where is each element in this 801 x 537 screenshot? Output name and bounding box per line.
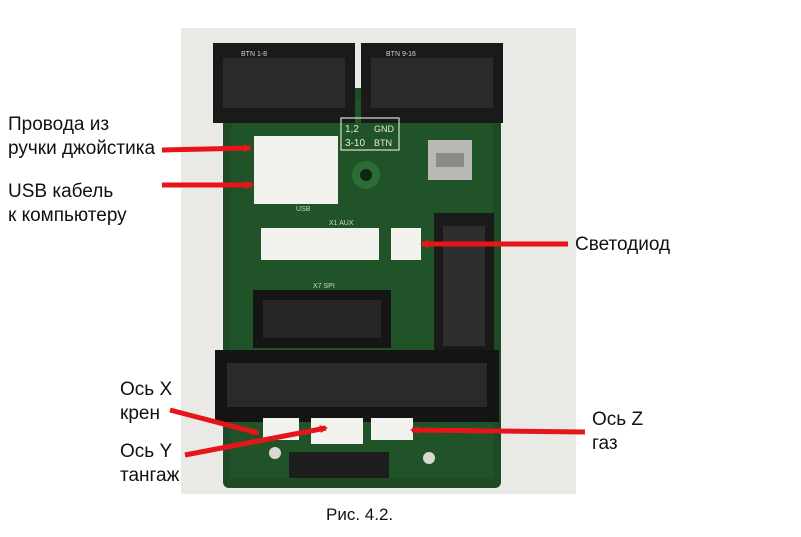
label-led: Светодиод [575, 233, 670, 257]
top-header-left [213, 43, 355, 123]
arrow-axis-x [169, 407, 260, 436]
svg-text:1,2: 1,2 [345, 124, 359, 135]
svg-text:BTN 9-16: BTN 9-16 [386, 51, 416, 58]
label-usb: USB кабель к компьютеру [8, 180, 127, 228]
label-usb-line1: USB кабель [8, 181, 114, 202]
label-axis-x: Ось X крен [120, 378, 172, 426]
label-axis-z: Ось Z газ [592, 408, 643, 456]
axis-z-connector [371, 418, 413, 440]
svg-text:BTN 1-8: BTN 1-8 [241, 51, 267, 58]
label-axis-y: Ось Y тангаж [120, 440, 179, 488]
label-axis-x-line2: крен [120, 403, 160, 424]
arrow-axis-z [410, 426, 586, 435]
label-wires: Провода из ручки джойстика [8, 113, 155, 161]
label-wires-line2: ручки джойстика [8, 138, 156, 159]
usb-cable-connector [254, 168, 338, 204]
svg-text:GND: GND [374, 124, 395, 134]
label-led-text: Светодиод [575, 234, 671, 255]
svg-text:X7 SPI: X7 SPI [313, 283, 335, 290]
label-axis-z-line1: Ось Z [592, 409, 644, 430]
label-axis-y-line2: тангаж [120, 465, 180, 486]
figure-caption: Рис. 4.2. [326, 505, 394, 524]
label-axis-x-line1: Ось X [120, 379, 173, 400]
joystick-wires-connector [254, 136, 338, 170]
pcb-photo: BTN 1-8 BTN 9-16 1,2 GND 3-10 BTN USB X1… [181, 28, 576, 494]
arrow-axis-y [184, 425, 328, 458]
label-axis-z-line2: газ [592, 433, 618, 454]
svg-text:X1 AUX: X1 AUX [329, 220, 354, 227]
svg-text:USB: USB [296, 206, 311, 213]
svg-text:BTN: BTN [374, 138, 392, 148]
led-connector [391, 228, 421, 260]
arrow-wires [161, 144, 252, 153]
top-header-right [361, 43, 503, 123]
svg-text:3-10: 3-10 [345, 138, 365, 149]
label-usb-line2: к компьютеру [8, 205, 127, 226]
label-axis-y-line1: Ось Y [120, 441, 173, 462]
aux-connector [261, 228, 379, 260]
label-wires-line1: Провода из [8, 114, 110, 135]
